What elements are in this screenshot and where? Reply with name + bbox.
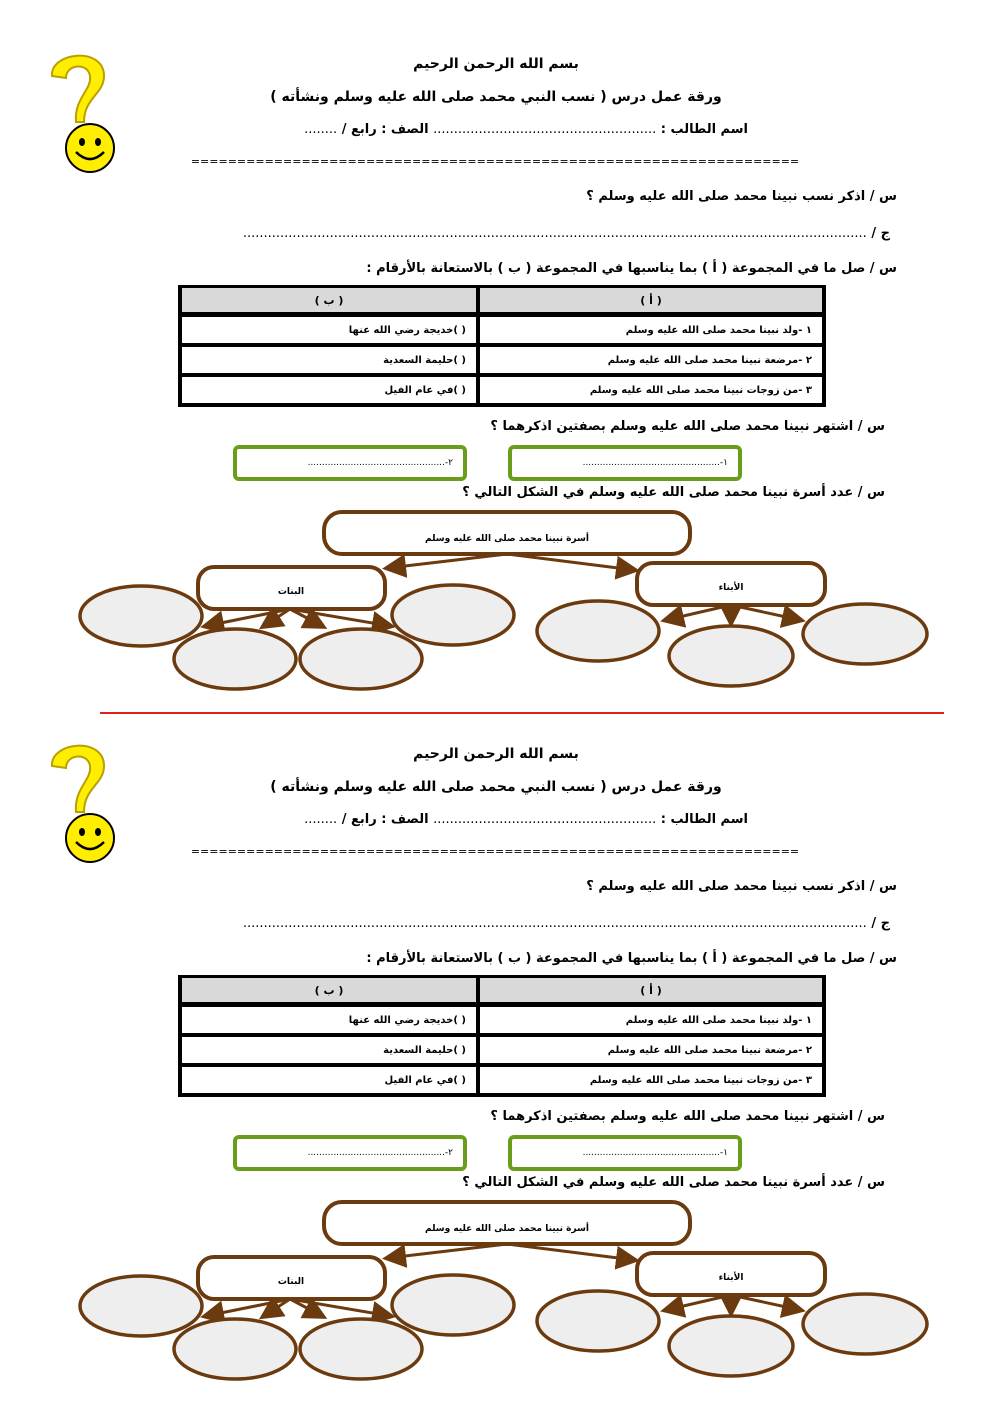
header-a: ( أ ) [480, 978, 822, 1002]
worksheet-title: ورقة عمل درس ( نسب النبي محمد صلى الله ع… [270, 89, 722, 105]
daughter-ellipse[interactable] [298, 1317, 424, 1381]
daughters-box [196, 1255, 387, 1301]
row-2-a: ٢ -مرضعة نبينا محمد صلى الله عليه وسلم [480, 1037, 822, 1063]
answer-1-line: ج / ....................................… [60, 226, 890, 241]
arrow [289, 1296, 328, 1319]
row-1-a: ١ -ولد نبينا محمد صلى الله عليه وسلم [480, 317, 822, 343]
trait-2-box[interactable]: ٢-......................................… [233, 445, 467, 481]
row-1-a: ١ -ولد نبينا محمد صلى الله عليه وسلم [480, 1007, 822, 1033]
daughter-ellipse[interactable] [78, 1274, 204, 1338]
question-smiley-icon [50, 744, 115, 863]
row-1-b[interactable]: ( )خديجة رضي الله عنها [182, 317, 476, 343]
question-2: س / صل ما في المجموعة ( أ ) بما يناسبها … [366, 951, 897, 966]
son-ellipse[interactable] [667, 624, 795, 688]
daughter-ellipse[interactable] [172, 627, 298, 691]
header-b: ( ب ) [182, 978, 476, 1002]
cut-divider [100, 712, 944, 714]
arrow-to-sons [506, 552, 640, 580]
arrow [730, 603, 806, 628]
worksheet-copy-2: بسم الله الرحمن الرحيم ورقة عمل درس ( نس… [0, 690, 992, 1381]
trait-1-box[interactable]: ١-......................................… [508, 1135, 742, 1171]
family-root-label: أسرة نبينا محمد صلى الله عليه وسلم [425, 532, 589, 544]
row-2-b[interactable]: ( )حليمة السعدية [182, 1037, 476, 1063]
student-name-field[interactable]: ........................................… [433, 122, 657, 137]
daughter-ellipse[interactable] [390, 1273, 516, 1337]
family-root-box [322, 1200, 692, 1246]
arrow [289, 607, 396, 635]
sons-box [635, 1251, 827, 1297]
row-1-b[interactable]: ( )خديجة رضي الله عنها [182, 1007, 476, 1033]
son-ellipse[interactable] [801, 1292, 929, 1356]
basmala: بسم الله الرحمن الرحيم [413, 746, 579, 762]
question-3: س / اشتهر نبينا محمد صلى الله عليه وسلم … [490, 419, 885, 434]
row-2-a: ٢ -مرضعة نبينا محمد صلى الله عليه وسلم [480, 347, 822, 373]
daughters-label: البنات [278, 587, 304, 597]
class-field[interactable]: ........ [304, 812, 338, 827]
daughters-box [196, 565, 387, 611]
student-name-label: اسم الطالب : [660, 122, 748, 137]
question-2: س / صل ما في المجموعة ( أ ) بما يناسبها … [366, 261, 897, 276]
student-info-line: اسم الطالب : ...........................… [304, 812, 748, 827]
class-label: الصف : رابع / [341, 122, 429, 137]
arrow [258, 1296, 291, 1320]
arrow [660, 603, 732, 628]
arrow [258, 606, 291, 630]
separator-line: ========================================… [190, 845, 800, 858]
header-a: ( أ ) [480, 288, 822, 312]
son-ellipse[interactable] [801, 602, 929, 666]
arrow-to-sons [506, 1242, 640, 1270]
question-1: س / اذكر نسب نبينا محمد صلى الله عليه وس… [586, 189, 897, 204]
student-name-field[interactable]: ........................................… [433, 812, 657, 827]
arrow-to-daughters [382, 552, 508, 578]
answer-1-line: ج / ....................................… [60, 916, 890, 931]
student-name-label: اسم الطالب : [660, 812, 748, 827]
arrow [730, 1293, 806, 1318]
separator-line: ========================================… [190, 155, 800, 168]
answer-1-field[interactable]: ........................................… [242, 226, 867, 241]
trait-1-box[interactable]: ١-......................................… [508, 445, 742, 481]
daughter-ellipse[interactable] [172, 1317, 298, 1381]
arrow [289, 606, 328, 629]
daughters-label: البنات [278, 1277, 304, 1287]
basmala: بسم الله الرحمن الرحيم [413, 56, 579, 72]
trait-2-box[interactable]: ٢-......................................… [233, 1135, 467, 1171]
family-root-label: أسرة نبينا محمد صلى الله عليه وسلم [425, 1222, 589, 1234]
daughter-ellipse[interactable] [390, 583, 516, 647]
student-info-line: اسم الطالب : ...........................… [304, 122, 748, 137]
row-3-a: ٣ -من زوجات نبينا محمد صلى الله عليه وسل… [480, 377, 822, 403]
matching-table: ( ب ) ( أ ) ( )خديجة رضي الله عنها ١ -ول… [178, 975, 826, 1097]
question-4: س / عدد أسرة نبينا محمد صلى الله عليه وس… [462, 1175, 885, 1190]
arrow [660, 1293, 732, 1318]
family-diagram: أسرة نبينا محمد صلى الله عليه وسلم البنا… [78, 510, 929, 691]
answer-1-field[interactable]: ........................................… [242, 916, 867, 931]
question-1: س / اذكر نسب نبينا محمد صلى الله عليه وس… [586, 879, 897, 894]
row-3-b[interactable]: ( )في عام الفيل [182, 1067, 476, 1093]
son-ellipse[interactable] [535, 599, 661, 663]
header-b: ( ب ) [182, 288, 476, 312]
matching-table: ( ب ) ( أ ) ( )خديجة رضي الله عنها ١ -ول… [178, 285, 826, 407]
row-3-a: ٣ -من زوجات نبينا محمد صلى الله عليه وسل… [480, 1067, 822, 1093]
worksheet-copy-1: بسم الله الرحمن الرحيم ورقة عمل درس ( نس… [0, 0, 992, 691]
sons-label: الأبناء [719, 581, 744, 593]
sons-label: الأبناء [719, 1271, 744, 1283]
question-smiley-icon [50, 54, 115, 173]
class-label: الصف : رابع / [341, 812, 429, 827]
question-4: س / عدد أسرة نبينا محمد صلى الله عليه وس… [462, 485, 885, 500]
class-field[interactable]: ........ [304, 122, 338, 137]
answer-label: ج / [871, 916, 890, 931]
worksheet-title: ورقة عمل درس ( نسب النبي محمد صلى الله ع… [270, 779, 722, 795]
question-3: س / اشتهر نبينا محمد صلى الله عليه وسلم … [490, 1109, 885, 1124]
son-ellipse[interactable] [667, 1314, 795, 1378]
answer-label: ج / [871, 226, 890, 241]
row-2-b[interactable]: ( )حليمة السعدية [182, 347, 476, 373]
son-ellipse[interactable] [535, 1289, 661, 1353]
family-diagram: أسرة نبينا محمد صلى الله عليه وسلم البنا… [78, 1200, 929, 1381]
arrow [289, 1297, 396, 1325]
arrow-to-daughters [382, 1242, 508, 1268]
family-root-box [322, 510, 692, 556]
daughter-ellipse[interactable] [78, 584, 204, 648]
row-3-b[interactable]: ( )في عام الفيل [182, 377, 476, 403]
sons-box [635, 561, 827, 607]
daughter-ellipse[interactable] [298, 627, 424, 691]
